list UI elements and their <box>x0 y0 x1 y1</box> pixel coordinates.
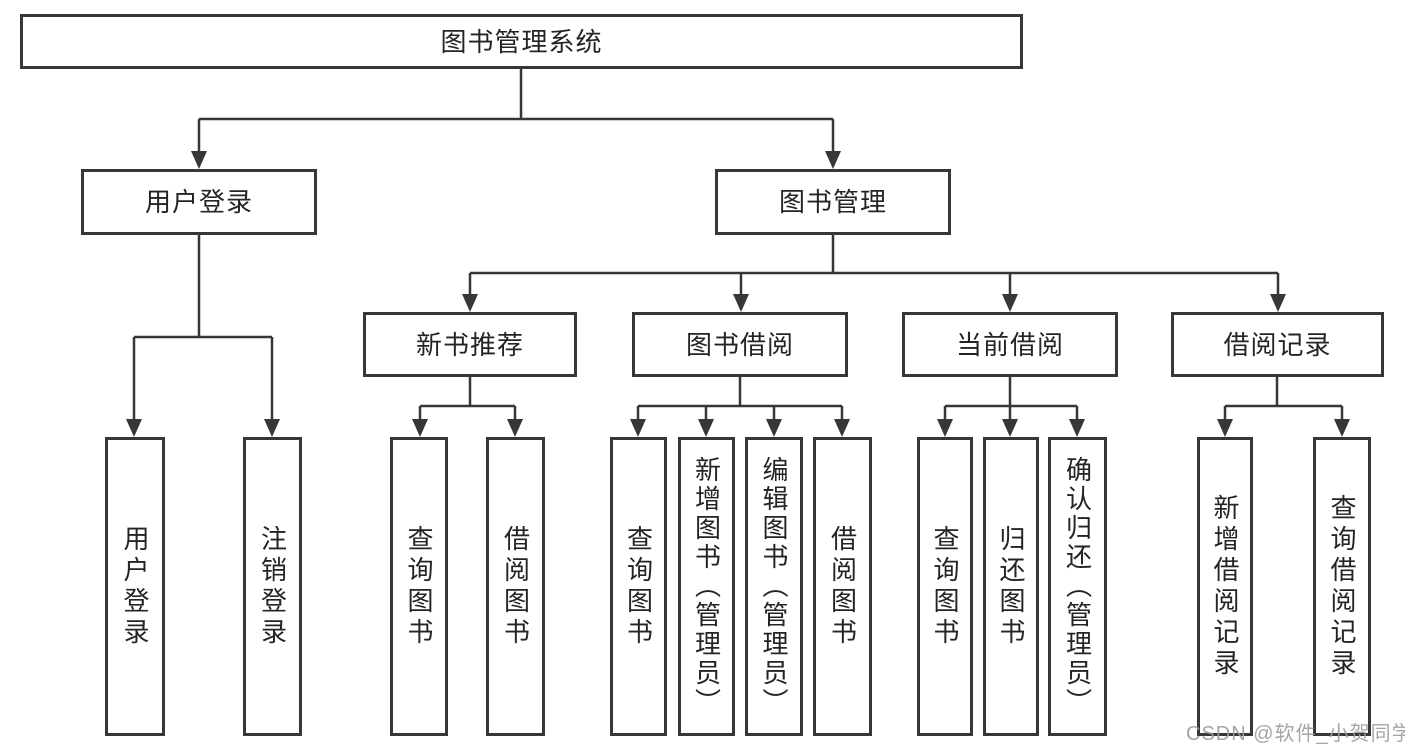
node-leaf-borrow-books-2: 借阅图书 <box>813 437 872 736</box>
node-label: 借阅图书 <box>827 524 858 649</box>
node-label: 新书推荐 <box>415 329 524 360</box>
node-user-login: 用户登录 <box>81 169 317 235</box>
node-leaf-query-borrow-record: 查询借阅记录 <box>1313 437 1371 736</box>
node-label: 查询借阅记录 <box>1327 493 1357 680</box>
node-leaf-query-books-1: 查询图书 <box>390 437 448 736</box>
node-label: 用户登录 <box>120 524 150 649</box>
node-leaf-edit-book-admin: 编辑图书（管理员） <box>745 437 803 736</box>
node-label: 新增图书（管理员） <box>691 456 722 717</box>
node-root-library-system: 图书管理系统 <box>20 14 1023 69</box>
node-label: 新增借阅记录 <box>1210 493 1240 680</box>
node-leaf-add-borrow-record: 新增借阅记录 <box>1197 437 1253 736</box>
node-leaf-confirm-return-admin: 确认归还（管理员） <box>1048 437 1107 736</box>
node-book-borrowing: 图书借阅 <box>632 312 848 377</box>
node-label: 用户登录 <box>144 187 253 217</box>
node-leaf-borrow-books-1: 借阅图书 <box>486 437 545 736</box>
node-label: 图书管理系统 <box>440 26 603 57</box>
node-label: 图书管理 <box>778 187 887 217</box>
node-label: 查询图书 <box>930 524 960 649</box>
node-label: 图书借阅 <box>685 329 794 360</box>
node-leaf-query-books-2: 查询图书 <box>610 437 667 736</box>
node-label: 当前借阅 <box>955 329 1064 360</box>
node-label: 编辑图书（管理员） <box>759 456 789 717</box>
node-book-management: 图书管理 <box>715 169 951 235</box>
node-leaf-return-book: 归还图书 <box>983 437 1039 736</box>
node-label: 注销登录 <box>257 524 288 649</box>
node-label: 查询图书 <box>404 524 434 649</box>
node-label: 借阅记录 <box>1223 329 1332 360</box>
node-label: 确认归还（管理员） <box>1062 456 1093 717</box>
node-leaf-user-login: 用户登录 <box>105 437 165 736</box>
node-label: 借阅图书 <box>500 524 531 649</box>
node-borrowing-records: 借阅记录 <box>1171 312 1384 377</box>
node-leaf-logout: 注销登录 <box>243 437 302 736</box>
csdn-watermark: CSDN @软件_小贺同学 <box>1186 723 1405 745</box>
node-label: 归还图书 <box>996 524 1026 649</box>
node-new-book-recommend: 新书推荐 <box>363 312 577 377</box>
node-leaf-query-books-3: 查询图书 <box>917 437 973 736</box>
node-leaf-add-book-admin: 新增图书（管理员） <box>678 437 735 736</box>
node-current-borrowing: 当前借阅 <box>902 312 1118 377</box>
node-label: 查询图书 <box>623 524 654 649</box>
